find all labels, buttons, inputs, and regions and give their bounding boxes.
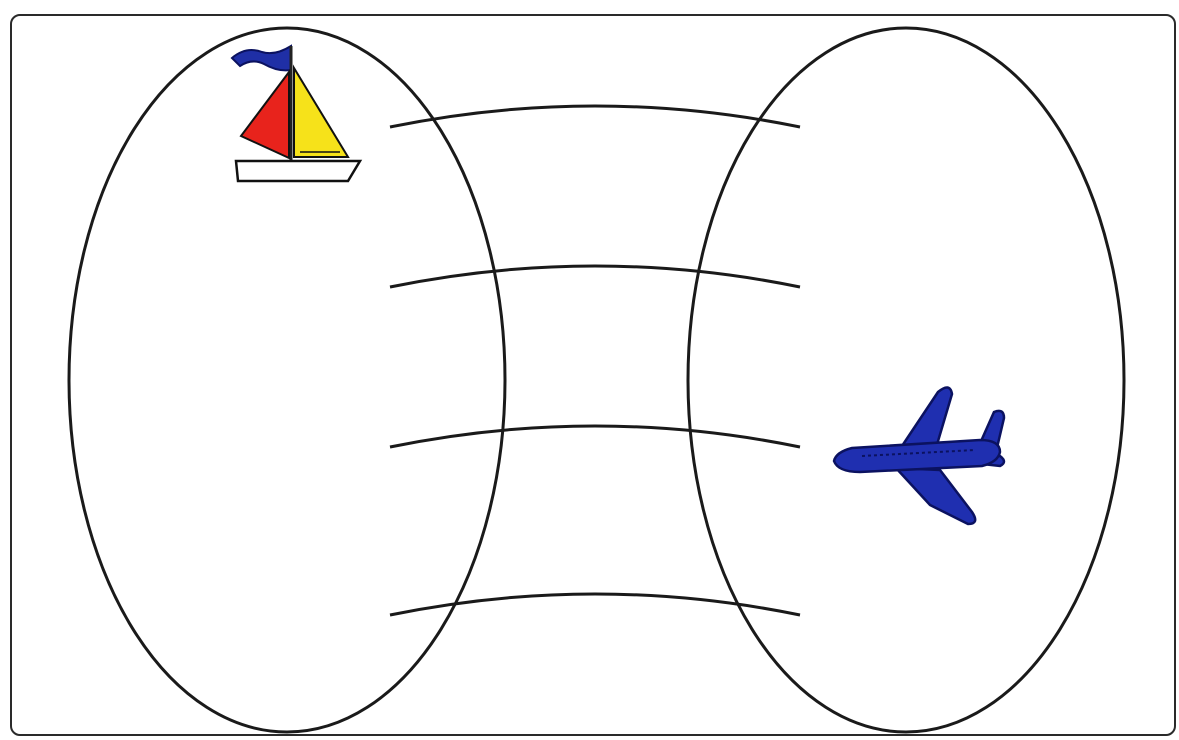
connector-line-1[interactable] xyxy=(390,106,800,127)
connector-line-2[interactable] xyxy=(390,266,800,287)
connector-line-3[interactable] xyxy=(390,426,800,447)
airplane-lower-wing xyxy=(896,468,975,524)
right-set-oval xyxy=(688,28,1124,732)
sailboat-icon[interactable] xyxy=(232,46,360,181)
sailboat-hull xyxy=(236,161,360,181)
airplane-fuselage xyxy=(834,440,1000,472)
sailboat-flag xyxy=(232,46,291,70)
sailboat-red-sail xyxy=(241,72,289,158)
connector-lines xyxy=(390,106,800,615)
airplane-icon[interactable] xyxy=(834,387,1004,524)
sailboat-yellow-sail xyxy=(294,68,348,157)
airplane-upper-wing xyxy=(902,387,952,448)
